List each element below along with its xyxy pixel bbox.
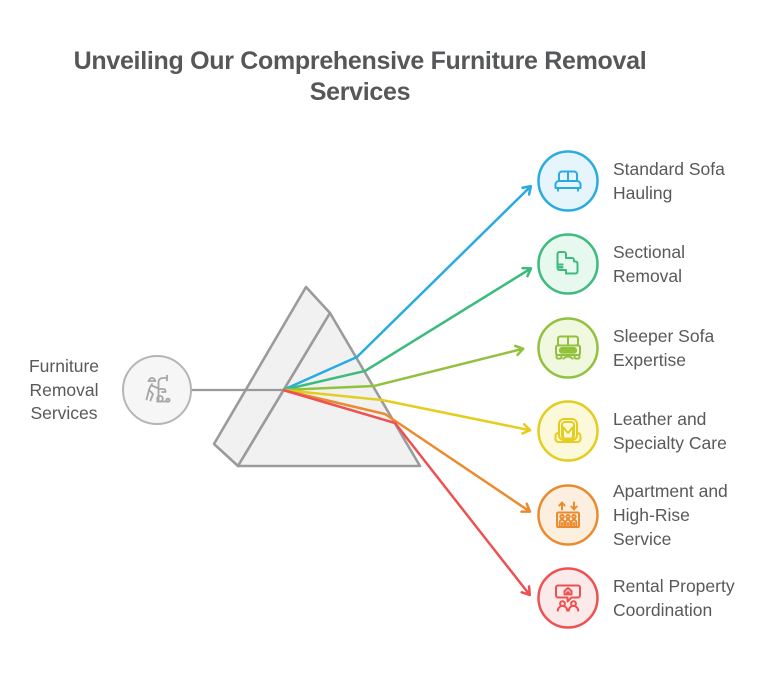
service-label-rental-coordination: Rental Property Coordination [613, 576, 735, 620]
service-label-sectional: Sectional Removal [613, 242, 685, 286]
sofa-icon [554, 170, 582, 192]
moving-truck-icon [555, 335, 581, 360]
service-label-apartment-highrise: Apartment and High-Rise Service [613, 481, 728, 549]
ray-sleeper-sofa-expertise [282, 344, 525, 392]
source-circle [122, 355, 192, 425]
source-badge [122, 355, 192, 425]
service-badge-apartment-highrise [537, 484, 599, 546]
prism [212, 285, 422, 468]
service-badge-rental-coordination [537, 567, 599, 629]
source-label: Furniture Removal Services [28, 355, 100, 423]
ray-apartment-highrise [282, 388, 532, 513]
ray-sectional-removal [282, 266, 533, 392]
service-badge-leather-care [537, 400, 599, 462]
armchair-icon [554, 418, 582, 443]
service-badge-sleeper-sofa [537, 317, 599, 379]
elevator-icon [556, 501, 580, 528]
service-label-leather-care: Leather and Specialty Care [613, 409, 727, 453]
service-label-sleeper-sofa: Sleeper Sofa Expertise [613, 326, 715, 370]
service-circle [537, 233, 599, 295]
ray-rental-coordination [282, 388, 532, 597]
service-circle [537, 400, 599, 462]
house-chat-people-icon [555, 584, 581, 612]
page-title: Unveiling Our Comprehensive Furniture Re… [73, 47, 647, 106]
mover-with-handtruck-icon [145, 374, 171, 403]
service-label-standard-sofa: Standard Sofa Hauling [613, 159, 725, 203]
ray-leather-specialty-care [282, 388, 532, 435]
service-badge-sectional [537, 233, 599, 295]
sectional-sofa-icon [556, 251, 579, 275]
service-badge-standard-sofa [537, 150, 599, 212]
ray-standard-sofa-hauling [282, 184, 533, 392]
